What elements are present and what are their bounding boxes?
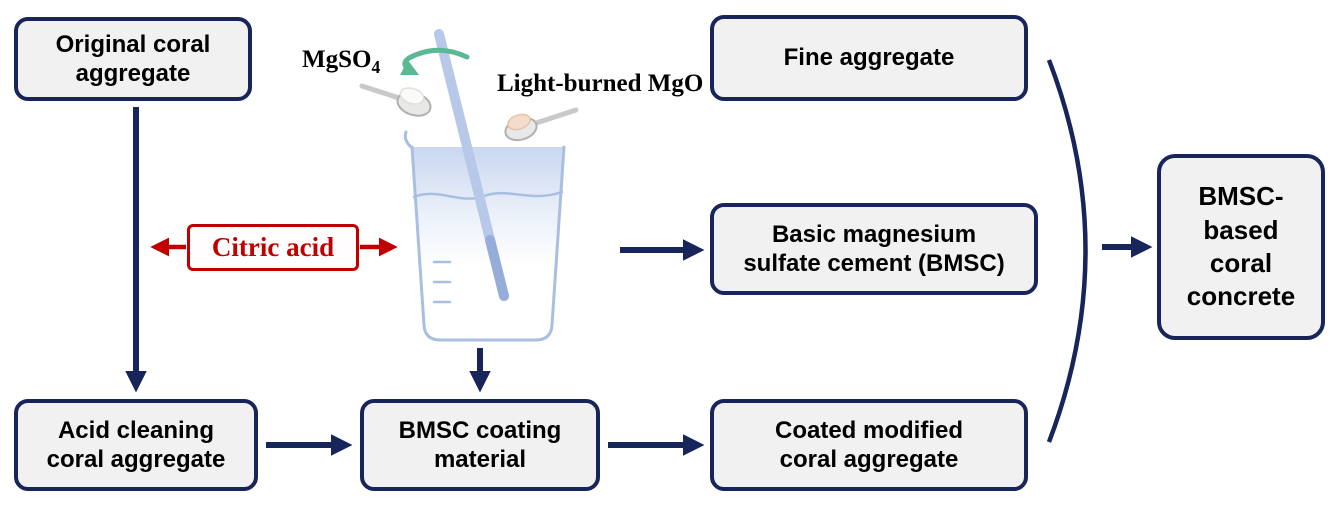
node-original-coral-aggregate: Original coral aggregate [14, 17, 252, 101]
node-label: Coated modified coral aggregate [774, 416, 963, 473]
node-label: Original coral aggregate [55, 30, 211, 87]
mgso4-label: MgSO4 [302, 46, 380, 78]
mgso4-label-subscript: 4 [371, 57, 381, 77]
stirring-rod-icon [434, 29, 509, 301]
node-label: Basic magnesium sulfate cement (BMSC) [743, 220, 1005, 277]
node-citric-acid: Citric acid [187, 224, 359, 271]
node-acid-cleaning-coral-aggregate: Acid cleaning coral aggregate [14, 399, 258, 491]
rotation-arrow-icon [400, 47, 470, 76]
node-label: BMSC coating material [398, 416, 562, 473]
beaker-graduation-marks [432, 260, 452, 304]
node-bmsc-coating-material: BMSC coating material [360, 399, 600, 491]
spoon-mgso4-icon [359, 83, 432, 117]
node-basic-magnesium-sulfate-cement: Basic magnesium sulfate cement (BMSC) [710, 203, 1038, 295]
spoon-mgo-icon [504, 107, 579, 142]
node-fine-aggregate: Fine aggregate [710, 15, 1028, 101]
mgso4-label-base: MgSO [302, 46, 372, 73]
node-label: Citric acid [211, 232, 335, 263]
beaker-spout [403, 130, 414, 150]
light-burned-mgo-label: Light-burned MgO [497, 70, 704, 97]
node-bmsc-based-coral-concrete: BMSC- based coral concrete [1157, 154, 1325, 340]
node-label: Fine aggregate [783, 44, 955, 72]
node-label: BMSC- based coral concrete [1186, 181, 1296, 312]
node-coated-modified-coral-aggregate: Coated modified coral aggregate [710, 399, 1028, 491]
node-label: Acid cleaning coral aggregate [46, 416, 226, 473]
combining-arc [1046, 59, 1088, 443]
